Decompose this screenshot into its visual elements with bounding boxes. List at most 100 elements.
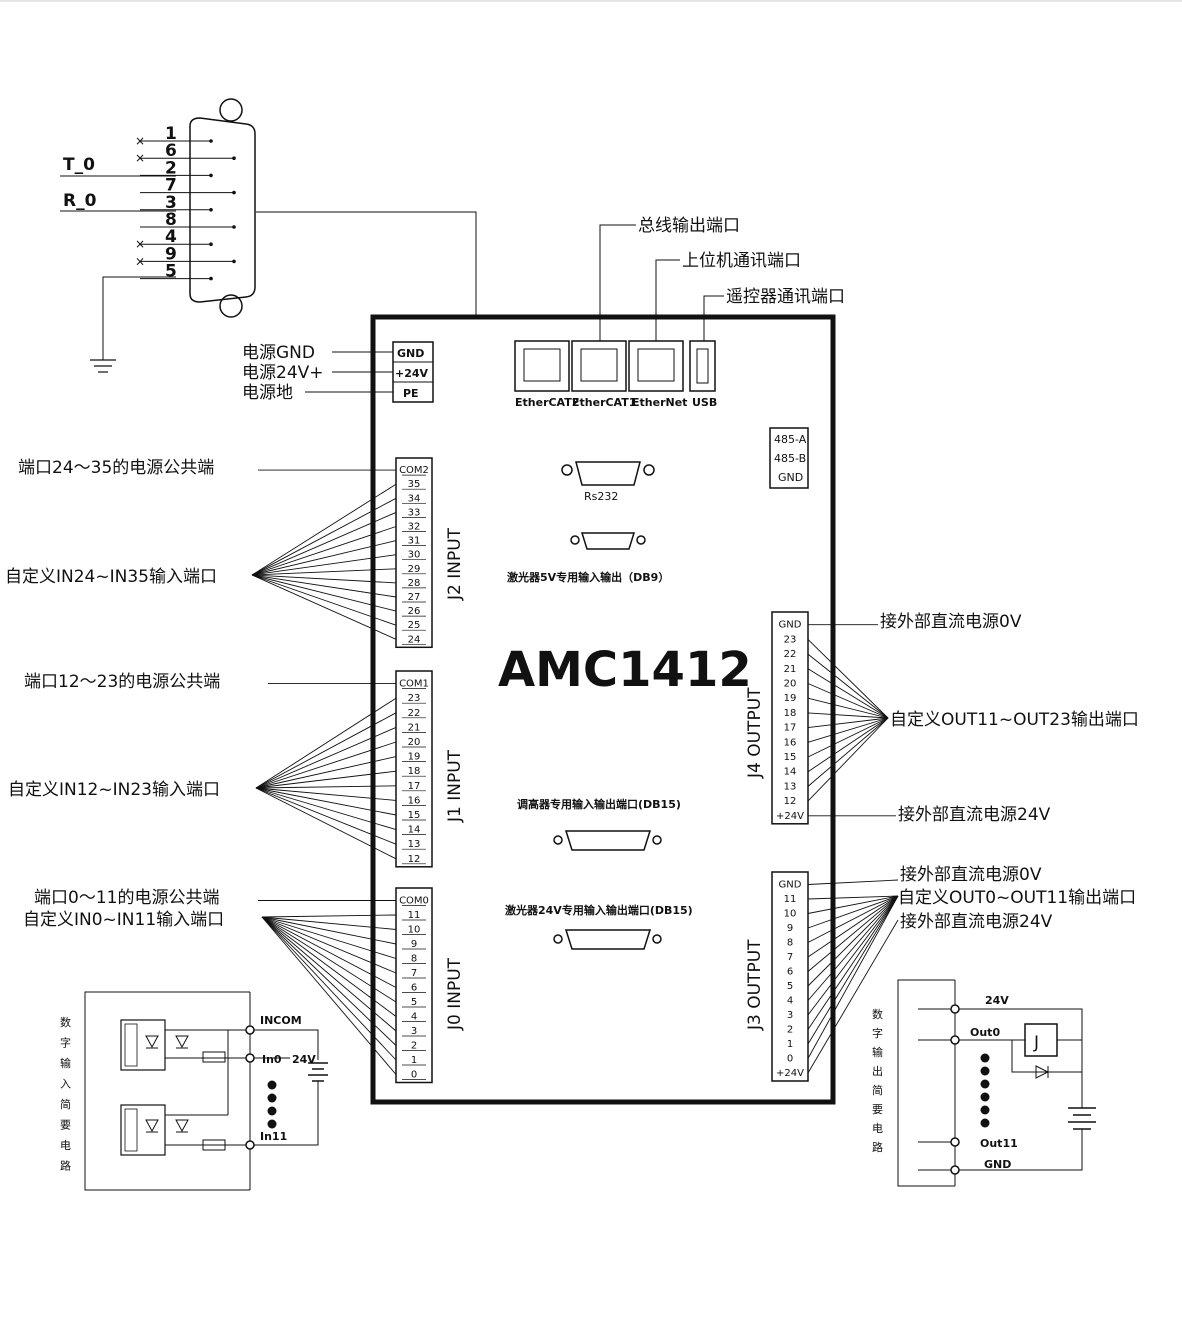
wire [251,574,397,612]
connector-pin: 17 [408,781,421,792]
connector-pin: 22 [408,708,421,719]
connector-pin: 9 [787,923,793,934]
connector-pin: 12 [408,854,421,865]
connector-pin: 1 [787,1039,793,1050]
connector-pin: 18 [408,766,421,777]
connector-body [771,871,809,1082]
input-24v-label: 24V [292,1053,316,1066]
callout-j4-24v: 接外部直流电源24V [898,805,1051,825]
input-in11-label: In11 [260,1130,287,1143]
port-usb-label: USB [692,396,717,409]
connector-pin: 33 [408,507,421,518]
connector-pin: 14 [408,825,421,836]
callout-power-gnd: 电源GND [242,343,315,363]
serial-pin-dot [209,276,213,281]
serial-pin-number: 6 [165,141,177,161]
wire [807,895,899,1045]
wire [255,787,397,816]
connector-pin: 25 [408,620,421,631]
output-circuit: 数字输出简要电路 24V Out0 Out11 GND J [872,979,1096,1187]
connector-pin: 23 [408,693,421,704]
serial-pin-number: 5 [165,262,177,282]
serial-nc-mark-icon: × [135,237,145,251]
input-incom-label: INCOM [260,1014,302,1027]
rs485-gnd: GND [778,471,803,484]
connector-pin: +24V [776,1068,804,1079]
connector-pin: 8 [787,938,793,949]
connector-pin: 19 [408,752,421,763]
wire [261,916,397,1046]
rs485-terminal: 485-A 485-B GND [769,427,809,489]
wire [255,712,397,789]
output-out0-label: Out0 [970,1026,1000,1039]
power-pin-gnd: GND [397,347,424,360]
callout-power-pe: 电源地 [242,383,293,403]
wire [261,916,397,1003]
wire [807,683,889,719]
connector-pin: 22 [784,649,797,660]
connector-pin: 4 [787,996,793,1007]
wire [807,717,889,787]
wire [807,639,889,719]
wire [261,916,397,1075]
rs232-label: Rs232 [584,490,618,503]
db15-height-connector: 调高器专用输入输出端口(DB15) [517,797,681,851]
power-pin-24v: +24V [395,367,429,380]
input-circuit-title: 数字输入简要电路 [60,1016,71,1173]
callout-j3-out: 自定义OUT0~OUT11输出端口 [898,888,1136,908]
callout-j2-com: 端口24～35的电源公共端 [18,458,214,478]
connector-pin: 6 [411,983,417,994]
connector-pin: 24 [408,634,421,645]
connector-pin: 13 [784,781,797,792]
callout-j4-out: 自定义OUT11~OUT23输出端口 [890,710,1139,730]
wire [251,540,397,576]
connector-pin: 35 [408,479,421,490]
wire [251,568,397,576]
wire [807,895,899,1001]
serial-nc-mark-icon: × [135,151,145,165]
callout-j3-gnd: 接外部直流电源0V [900,865,1042,885]
serial-nc-mark-icon: × [135,254,145,268]
wire [807,879,899,885]
connector-pin: 11 [408,910,421,921]
wire [807,895,899,1030]
connector-pin: 13 [408,839,421,850]
connector-pin: 21 [784,664,797,675]
relay-label: J [1033,1033,1039,1053]
wire [807,653,889,719]
connector-pin: 30 [408,550,421,561]
wire [807,919,899,1074]
wire [261,914,397,918]
callout-j3-24v: 接外部直流电源24V [900,912,1053,932]
output-gnd-label: GND [984,1158,1011,1171]
db15-laser-label: 激光器24V专用输入输出端口(DB15) [505,903,693,917]
connector-pin: 11 [784,894,797,905]
serial-t-label: T_0 [63,155,95,175]
rs485-a: 485-A [774,433,807,446]
wire [807,895,899,914]
db15-height-label: 调高器专用输入输出端口(DB15) [517,797,681,811]
connector-pin: 26 [408,606,421,617]
callout-j0-com: 端口0～11的电源公共端 [34,888,219,908]
connector-pin: 12 [784,796,797,807]
connector-pin: 2 [787,1025,793,1036]
connector-body [771,611,809,825]
connector-pin: 27 [408,592,421,603]
j4-title: J4 OUTPUT [745,687,765,779]
wire [807,717,889,773]
output-out11-label: Out11 [980,1137,1018,1150]
power-terminal: GND +24V PE 电源GND 电源24V+ 电源地 [242,341,434,403]
output-continuation-dots-icon [980,1053,990,1128]
connector-pin: 8 [411,954,417,965]
output-battery-icon [1068,1107,1096,1130]
connector-pin: 10 [784,909,797,920]
wire [255,756,397,789]
connector-pin: 32 [408,522,421,533]
relay-coil-icon: J [1024,1023,1058,1057]
